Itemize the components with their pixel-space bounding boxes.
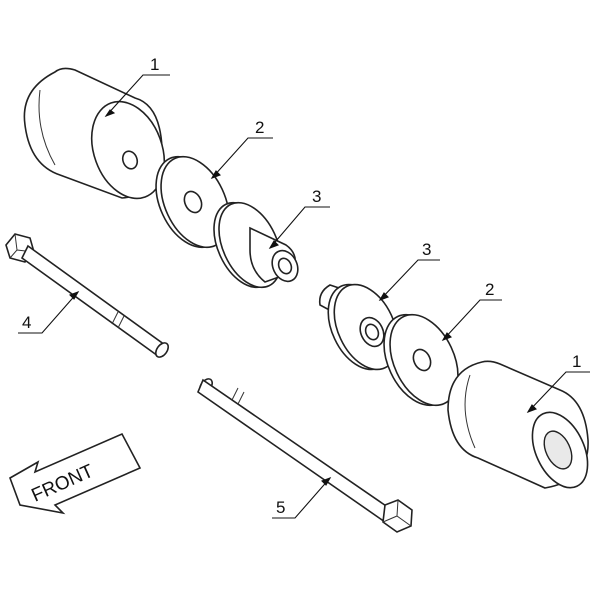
callout-1-top: 1 bbox=[150, 55, 159, 74]
washer-middle bbox=[383, 313, 459, 407]
callout-4: 4 bbox=[22, 313, 31, 332]
callout-leaders bbox=[18, 74, 590, 519]
callout-1-bottom: 1 bbox=[572, 352, 581, 371]
callout-2-middle: 2 bbox=[485, 280, 494, 299]
flanged-spacer-middle bbox=[318, 283, 399, 371]
callout-3-middle: 3 bbox=[422, 240, 431, 259]
callout-2-top: 2 bbox=[255, 118, 264, 137]
callout-5: 5 bbox=[276, 498, 285, 517]
bolt-long-bottom bbox=[197, 378, 413, 533]
washer-top bbox=[155, 155, 230, 249]
slider-body-top bbox=[23, 67, 166, 200]
slider-body-bottom bbox=[447, 360, 589, 489]
flanged-spacer-top bbox=[213, 201, 299, 289]
front-direction-arrow: FRONT bbox=[9, 432, 142, 515]
callout-3-top: 3 bbox=[312, 187, 321, 206]
bolt-long-left bbox=[5, 233, 170, 358]
